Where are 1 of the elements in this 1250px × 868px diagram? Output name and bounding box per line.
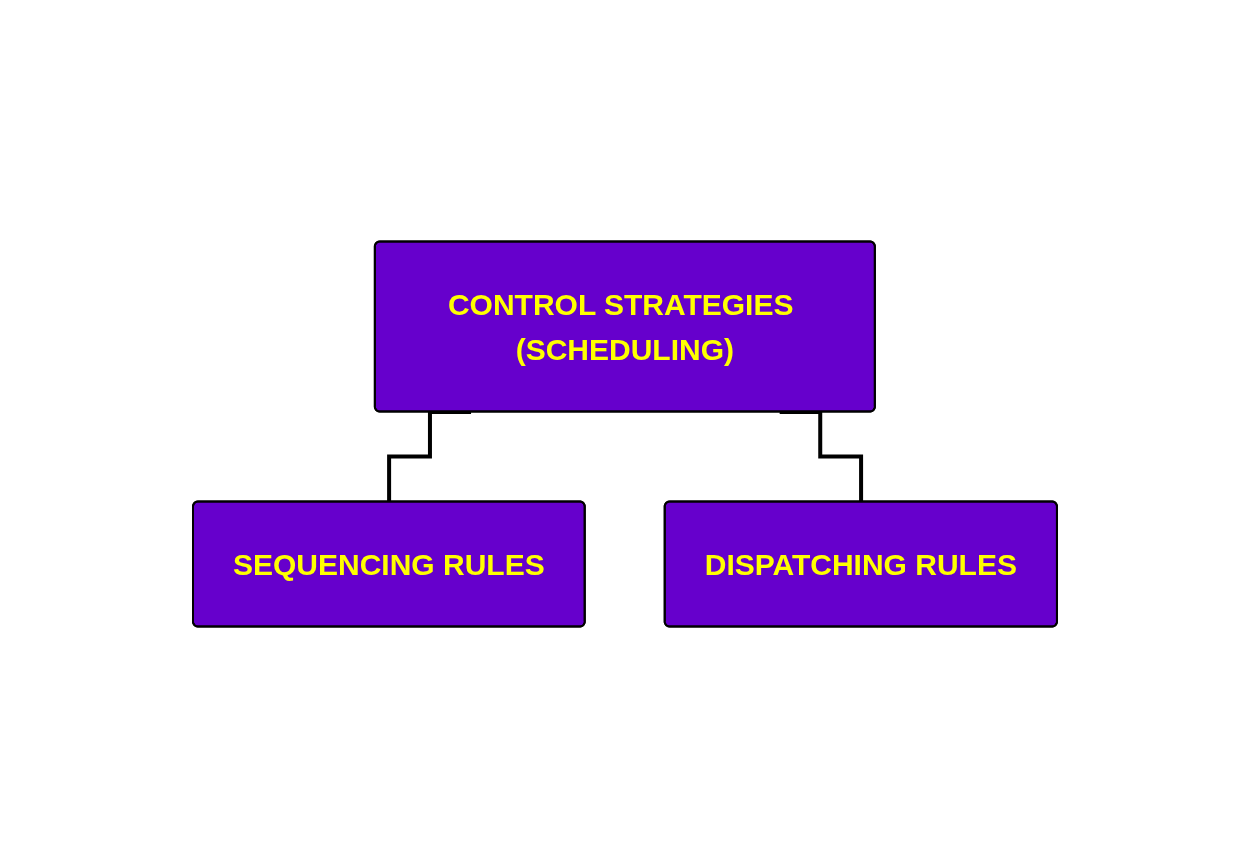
hierarchy-chart: CONTROL STRATEGIES (SCHEDULING) SEQUENCING RULES DISPATCHING RULES	[185, 14, 1065, 854]
